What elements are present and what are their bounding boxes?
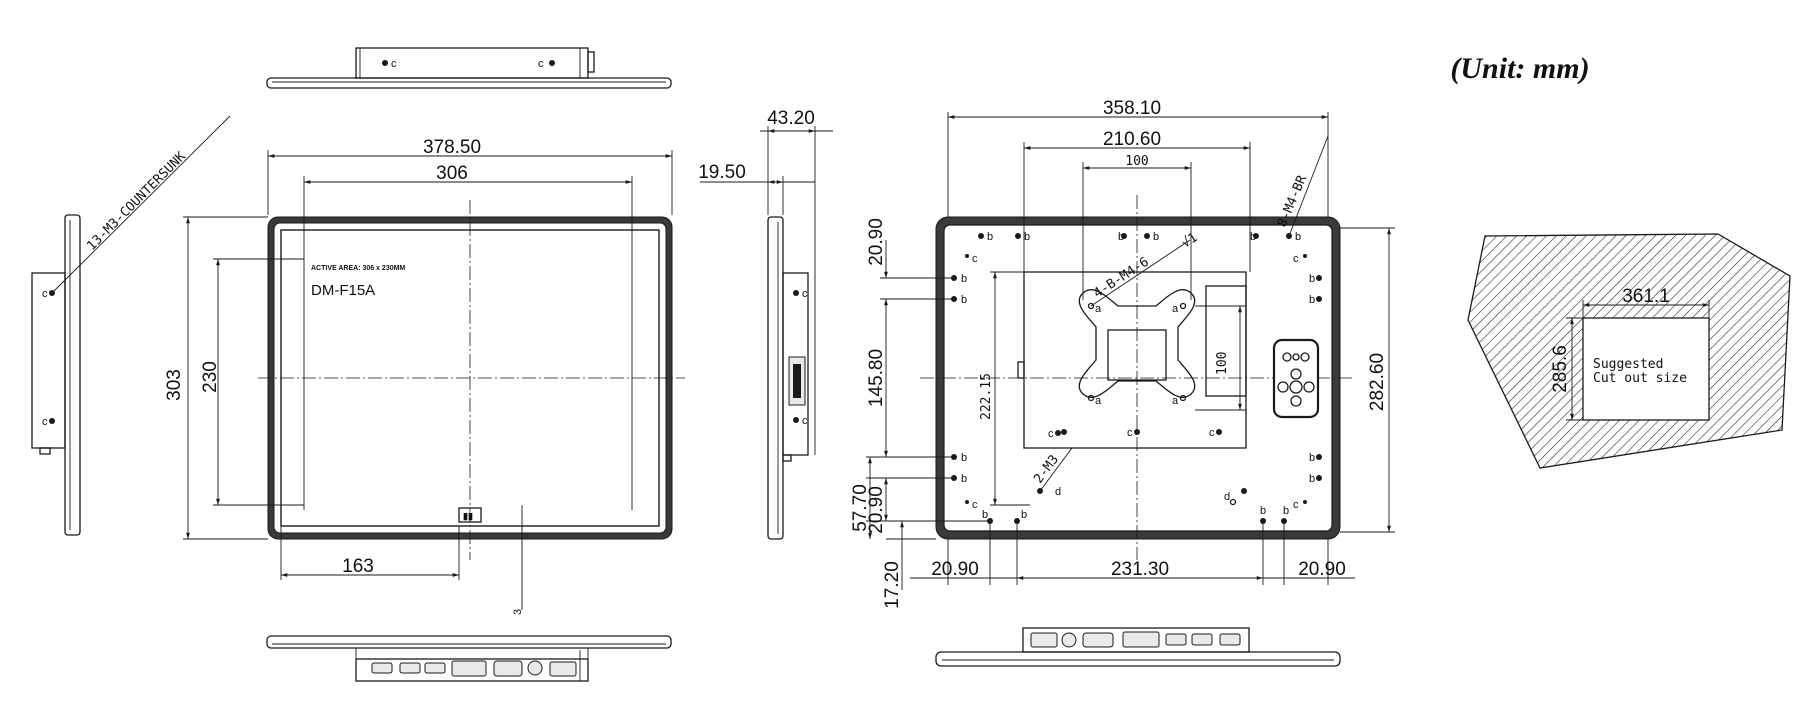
dim-side-depth-bezel: 19.50 <box>698 162 746 183</box>
hole-letter: b <box>1295 231 1301 243</box>
hole-letter: d <box>1224 491 1230 503</box>
hole-letter: b <box>1309 273 1315 285</box>
dim-rear-vesa-100-h: 100 <box>1125 154 1148 169</box>
hole-letter: a <box>1172 395 1179 407</box>
hole-letter: c <box>1293 253 1299 265</box>
hole-letter: c <box>972 253 978 265</box>
rear-view: b b b b b b b b b b b b b b b b b b c c … <box>850 98 1395 609</box>
hole-letter: c <box>1048 428 1054 440</box>
hole-letter: b <box>961 452 967 464</box>
cutout-height: 285.6 <box>1550 345 1571 393</box>
dim-front-overall-width: 378.50 <box>423 137 481 158</box>
dim-rear-bottom-middle: 231.30 <box>1111 559 1169 580</box>
hole-letter: c <box>1293 499 1299 511</box>
logo-badge <box>458 507 482 523</box>
dim-rear-vesa-span: 210.60 <box>1103 129 1161 150</box>
cutout-width: 361.1 <box>1622 286 1670 307</box>
active-area-label: ACTIVE AREA: 306 x 230MM <box>311 265 405 272</box>
bottom-view-front <box>266 635 672 682</box>
hole-letter: b <box>1153 231 1159 243</box>
hole-letter: a <box>1172 303 1179 315</box>
hole-letter: b <box>1021 509 1027 521</box>
dim-front-active-height: 230 <box>200 361 221 393</box>
hole-letter: c <box>42 288 48 300</box>
hole-letter: d <box>1055 486 1061 498</box>
hole-letter: b <box>961 473 967 485</box>
dim-front-bottom-small: 3 <box>512 609 524 615</box>
svg-text:▮▮: ▮▮ <box>463 511 473 521</box>
hole-letter: b <box>1283 505 1289 517</box>
unit-label: (Unit: mm) <box>1450 52 1589 85</box>
dim-rear-bottom-right: 20.90 <box>1298 559 1346 580</box>
hole-letter: b <box>1260 505 1266 517</box>
dim-rear-left-middle: 145.80 <box>866 349 887 407</box>
hole-letter: b <box>1309 294 1315 306</box>
hole-letter: b <box>961 294 967 306</box>
dim-rear-overall-height: 282.60 <box>1367 353 1388 411</box>
hole-letter: b <box>1024 231 1030 243</box>
dim-rear-bottom-left: 20.90 <box>931 559 979 580</box>
hole-letter: b <box>982 509 988 521</box>
dim-front-active-width: 306 <box>436 163 468 184</box>
cutout-label-line2: Cut out size <box>1593 371 1687 386</box>
front-view: ACTIVE AREA: 306 x 230MM DM-F15A ▮▮ 378.… <box>164 137 685 615</box>
dim-rear-left-lower-a: 57.70 <box>850 484 871 532</box>
left-side-view: c c 13-M3-COUNTERSUNK <box>31 115 231 536</box>
hole-letter: b <box>1250 231 1256 243</box>
bottom-view-rear <box>935 627 1341 667</box>
dim-rear-overall-width: 358.10 <box>1103 98 1161 119</box>
hole-letter: b <box>1118 231 1124 243</box>
vesa-center-pad <box>1107 329 1167 381</box>
dim-rear-inner-height: 222.15 <box>979 373 994 420</box>
hole-letter: a <box>1095 395 1102 407</box>
dim-front-logo-offset: 163 <box>342 556 374 577</box>
hole-letter: b <box>987 231 993 243</box>
top-view: c c <box>266 47 672 89</box>
hole-letter: c <box>1209 427 1215 439</box>
dim-side-depth-total: 43.20 <box>767 108 815 129</box>
right-side-view: c c 43.20 19.50 <box>698 108 833 540</box>
hole-letter: c <box>42 416 48 428</box>
dim-rear-vesa-100-v: 100 <box>1215 352 1230 375</box>
hole-letter: c <box>802 415 808 427</box>
hole-letter: b <box>1309 473 1315 485</box>
dim-front-overall-height: 303 <box>164 369 185 401</box>
dim-rear-left-top: 20.90 <box>866 218 887 266</box>
hole-letter: c <box>538 58 544 70</box>
hole-letter: b <box>961 273 967 285</box>
dim-rear-left-bottom: 17.20 <box>882 561 903 609</box>
hole-letter: b <box>1309 452 1315 464</box>
dim-rear-left-lower-b: 20.90 <box>866 486 887 534</box>
hole-letter: c <box>391 58 397 70</box>
screw-depth-label: √1 <box>1179 230 1200 251</box>
countersink-label: 13-M3-COUNTERSUNK <box>84 149 189 254</box>
model-name: DM-F15A <box>311 282 375 299</box>
cutout-view: 361.1 285.6 Suggested Cut out size <box>1467 233 1791 469</box>
hole-letter: c <box>1127 427 1133 439</box>
cutout-label-line1: Suggested <box>1593 357 1663 372</box>
vesa-bracket <box>1078 289 1196 398</box>
hole-letter: c <box>802 288 808 300</box>
hole-letter: a <box>1095 303 1102 315</box>
hole-letter: c <box>972 499 978 511</box>
